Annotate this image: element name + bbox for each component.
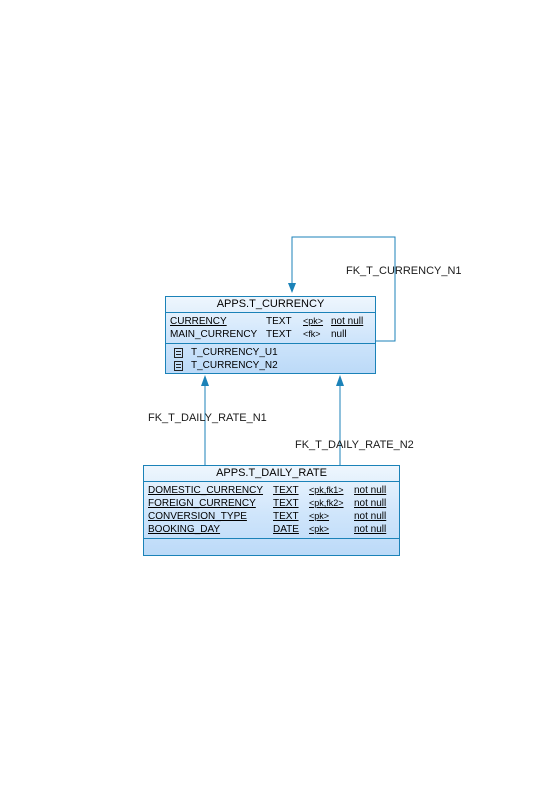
column-nullability: not null: [354, 485, 387, 496]
column-list: DOMESTIC_CURRENCY TEXT <pk,fk1> not null…: [144, 482, 399, 538]
fk-currency-n1-label: FK_T_CURRENCY_N1: [346, 265, 462, 277]
column-type: TEXT: [266, 329, 292, 340]
index-list-empty: [144, 538, 399, 554]
column-type: TEXT: [273, 485, 299, 496]
index-row[interactable]: T_CURRENCY_U1: [174, 346, 375, 359]
index-icon: [174, 347, 183, 358]
column-nullability: null: [331, 329, 347, 340]
index-name: T_CURRENCY_U1: [191, 347, 278, 358]
column-name: MAIN_CURRENCY: [170, 329, 258, 340]
column-name: FOREIGN_CURRENCY: [148, 498, 256, 509]
column-key: <pk,fk2>: [309, 498, 344, 508]
fk-daily-rate-n1-arrowhead: [201, 375, 209, 386]
fk-daily-rate-n2-label: FK_T_DAILY_RATE_N2: [295, 439, 414, 451]
column-type: TEXT: [273, 511, 299, 522]
column-key: <pk>: [309, 524, 330, 534]
column-type: TEXT: [273, 498, 299, 509]
fk-daily-rate-n2-arrowhead: [336, 375, 344, 386]
column-row[interactable]: MAIN_CURRENCY TEXT <fk> null: [170, 328, 375, 341]
table-t-currency[interactable]: APPS.T_CURRENCY CURRENCY TEXT <pk> not n…: [165, 296, 376, 374]
column-nullability: not null: [354, 498, 387, 509]
column-nullability: not null: [331, 316, 364, 327]
column-name: CONVERSION_TYPE: [148, 511, 247, 522]
index-row[interactable]: T_CURRENCY_N2: [174, 359, 375, 372]
index-list: T_CURRENCY_U1 T_CURRENCY_N2: [166, 343, 375, 374]
column-row[interactable]: FOREIGN_CURRENCY TEXT <pk,fk2> not null: [148, 497, 399, 510]
column-name: BOOKING_DAY: [148, 524, 221, 535]
fk-daily-rate-n1-label: FK_T_DAILY_RATE_N1: [148, 412, 267, 424]
column-type: TEXT: [266, 316, 292, 327]
column-type: DATE: [273, 524, 299, 535]
column-row[interactable]: CURRENCY TEXT <pk> not null: [170, 315, 375, 328]
column-row[interactable]: BOOKING_DAY DATE <pk> not null: [148, 523, 399, 536]
column-row[interactable]: CONVERSION_TYPE TEXT <pk> not null: [148, 510, 399, 523]
index-icon: [174, 360, 183, 371]
table-title: APPS.T_CURRENCY: [166, 297, 375, 313]
column-nullability: not null: [354, 511, 387, 522]
column-row[interactable]: DOMESTIC_CURRENCY TEXT <pk,fk1> not null: [148, 484, 399, 497]
column-name: CURRENCY: [170, 316, 227, 327]
column-list: CURRENCY TEXT <pk> not null MAIN_CURRENC…: [166, 313, 375, 343]
column-key: <pk>: [309, 511, 330, 521]
fk-currency-n1-line[interactable]: [291, 236, 396, 342]
column-key: <pk,fk1>: [309, 485, 344, 495]
column-nullability: not null: [354, 524, 387, 535]
column-key: <fk>: [303, 329, 321, 339]
column-key: <pk>: [303, 316, 324, 326]
table-t-daily-rate[interactable]: APPS.T_DAILY_RATE DOMESTIC_CURRENCY TEXT…: [143, 465, 400, 556]
index-name: T_CURRENCY_N2: [191, 360, 278, 371]
table-title: APPS.T_DAILY_RATE: [144, 466, 399, 482]
column-name: DOMESTIC_CURRENCY: [148, 485, 264, 496]
fk-currency-n1-arrowhead: [288, 283, 296, 293]
